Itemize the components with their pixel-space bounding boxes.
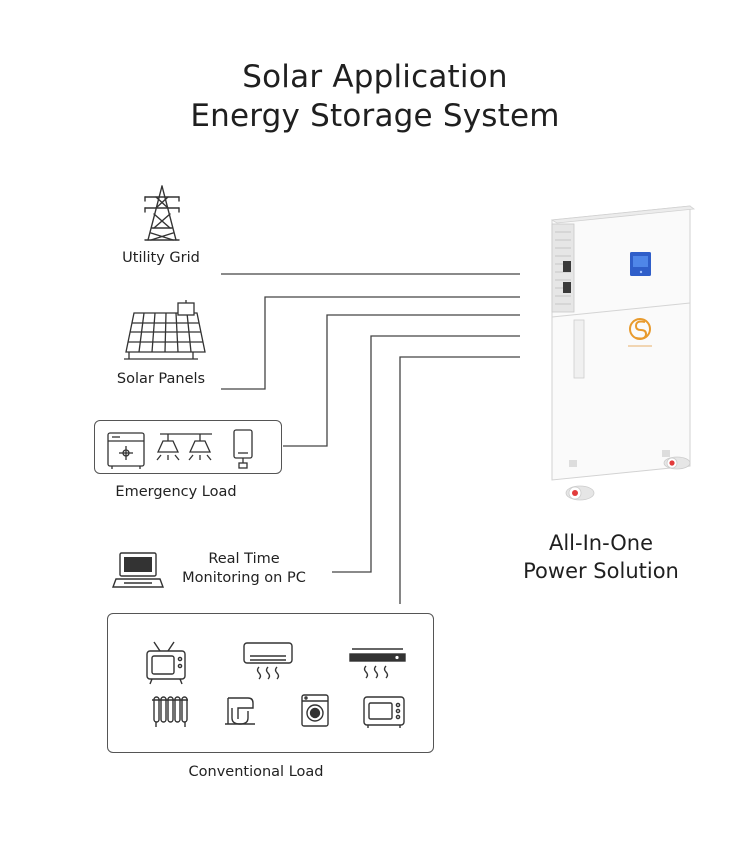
label-monitoring-line1: Real Time [208,551,280,567]
connection-lines [221,273,520,604]
conventional-load-box [107,613,434,753]
label-conventional-load: Conventional Load [188,764,324,780]
label-monitoring-line2: Monitoring on PC [182,570,306,586]
line-emergency-load [283,314,520,447]
laptop-icon [111,552,165,588]
product-caption-line2: Power Solution [523,559,679,583]
line-conventional-load [399,356,520,604]
solar-panel-icon [124,300,206,360]
label-solar-panels: Solar Panels [116,371,206,387]
radiator-icon [152,696,188,727]
oven-icon [363,696,405,728]
ceiling-lamp-icon [156,433,212,461]
emergency-load-box [94,420,282,474]
line-solar-panels [221,296,520,390]
product-caption-line1: All-In-One [548,531,654,555]
label-emergency-load: Emergency Load [115,484,237,500]
washing-machine-icon [301,694,329,727]
brand-logo-icon [629,318,651,340]
range-hood-icon [349,648,406,679]
ceiling-lamp-icon-2 [188,434,212,461]
fridge-icon [107,432,145,469]
stand-mixer-icon [225,697,255,725]
line-monitoring [332,335,520,573]
transmission-tower-icon [144,185,180,241]
diagram-title-line1: Solar Application [242,59,508,95]
phone-charger-icon [233,429,253,469]
diagram-title-line2: Energy Storage System [190,98,560,134]
label-utility-grid: Utility Grid [122,250,200,266]
tv-icon [146,641,186,685]
product-unit [550,205,696,501]
air-conditioner-icon [243,642,293,680]
